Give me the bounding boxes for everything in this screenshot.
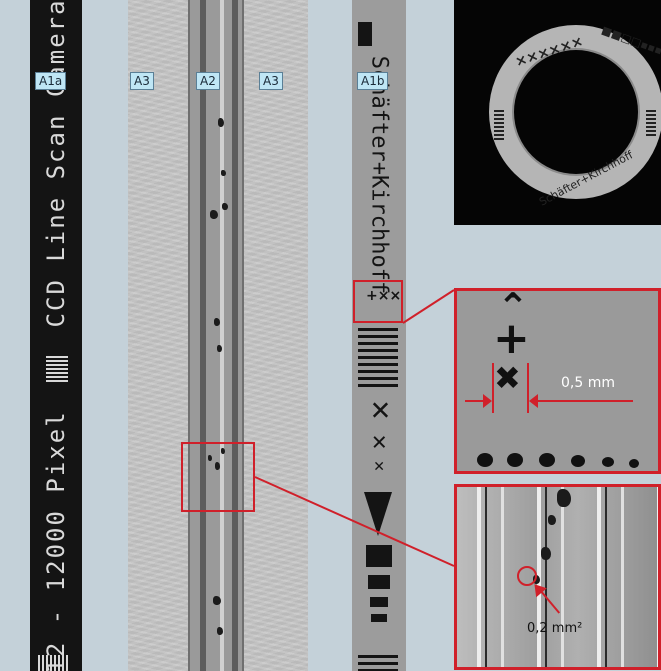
strip-a1b-marks: +×× (366, 288, 402, 304)
ruler-block (371, 614, 387, 622)
wedge-mark-icon (364, 492, 392, 536)
label-a1b: A1b (357, 72, 389, 90)
strip-a1a: 512 - 12000 Pixel CCD Line Scan Cameras (30, 0, 82, 671)
ruler-dot (629, 459, 639, 468)
ruler-block (370, 597, 388, 607)
defect-spot (217, 627, 223, 635)
ruler-block (368, 575, 390, 589)
chevron-mark-icon: ⌃ (497, 288, 529, 329)
groove-highlight (220, 0, 224, 671)
defect-spot (221, 170, 226, 176)
measurement-label-0-2mm2: 0,2 mm² (527, 621, 583, 636)
strip-a1a-text-cameras: CCD Line Scan Cameras (42, 0, 70, 327)
defect-arrow-line (539, 589, 561, 614)
ruler-ticks (358, 655, 398, 671)
measure-arrow-right (537, 400, 633, 402)
defect-spot (533, 575, 540, 584)
arrow-left-icon (529, 394, 538, 408)
defect-spot (213, 596, 221, 605)
defect-spot (222, 203, 228, 210)
zoom-inset-ruler: ⌃ + ✖ 0,5 mm (454, 288, 661, 474)
ring-target-panel: ×××××× ■■□□▪▪▪ Schäfter+Kirchhoff (454, 0, 661, 225)
ruler-dot (539, 453, 555, 467)
defect-spot (210, 210, 218, 219)
metal-sample-strip (128, 0, 308, 671)
defect-spot (215, 462, 220, 470)
zoom-inset-sample: 0,2 mm² (454, 484, 661, 670)
ruler-dot (571, 455, 585, 467)
label-a2: A2 (196, 72, 220, 90)
defect-spot (214, 318, 220, 326)
ruler-block (366, 545, 392, 567)
defect-spot (218, 118, 224, 127)
cross-mark-icon: ✕ (370, 460, 386, 472)
measure-line-left (492, 363, 494, 413)
groove-edge-left (200, 0, 206, 671)
arrow-right-icon (483, 394, 492, 408)
ring-ticks (646, 110, 656, 138)
ring-target-hole (514, 50, 638, 174)
measurement-label-0-5mm: 0,5 mm (561, 375, 615, 391)
label-a1a: A1a (35, 72, 67, 90)
cross-mark-icon: ✕ (364, 399, 394, 421)
defect-spot (541, 547, 551, 560)
connector-line-ruler (402, 289, 455, 324)
ruler-ticks (358, 328, 398, 390)
zoom-region-ruler (353, 280, 403, 323)
ring-ticks (494, 110, 504, 140)
defect-spot (208, 455, 212, 461)
strip-a1a-text-pixel: 512 - 12000 Pixel (42, 409, 70, 671)
defect-spot (221, 448, 225, 454)
zoom-region-sample (181, 442, 255, 512)
label-a3-right: A3 (259, 72, 283, 90)
cross-mark-icon: ✕ (367, 433, 391, 451)
groove-edge-right (232, 0, 238, 671)
barcode-icon (46, 355, 68, 382)
label-a3-left: A3 (130, 72, 154, 90)
strip-a1b-text: Schäfter+Kirchhoff (366, 55, 392, 295)
ruler-dot (602, 457, 614, 467)
cross-mark-icon: ✖ (494, 359, 521, 397)
ruler-block (358, 22, 372, 46)
strip-a1a-text: 512 - 12000 Pixel CCD Line Scan Cameras (42, 0, 70, 671)
measure-arrow-left (465, 400, 487, 402)
strip-a1a-foot-ticks (38, 655, 68, 671)
defect-spot (557, 489, 571, 507)
defect-spot (217, 345, 222, 352)
measure-line-right (527, 363, 529, 413)
plus-mark-icon: + (493, 313, 530, 364)
strip-a1b: Schäfter+Kirchhoff +×× ✕ ✕ ✕ (352, 0, 406, 671)
defect-spot (548, 515, 556, 525)
ruler-dot (507, 453, 523, 467)
ruler-dot (477, 453, 493, 467)
defect-circle (517, 566, 537, 586)
